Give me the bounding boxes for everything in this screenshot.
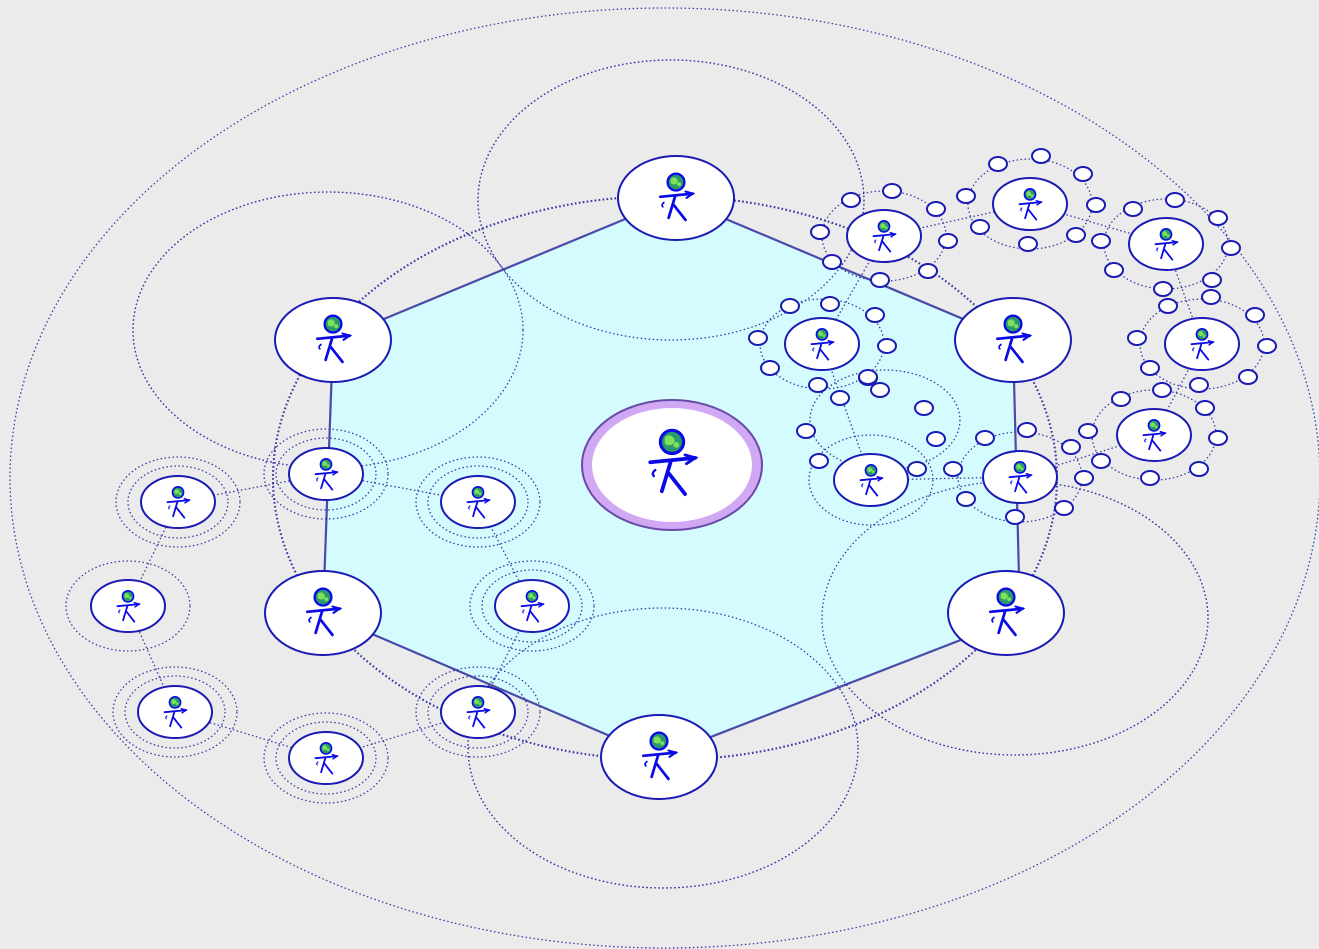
connector-node	[1208, 430, 1228, 446]
connector-node	[914, 400, 934, 416]
connector-node	[808, 377, 828, 393]
coverage-circle-bottom-overlay	[467, 607, 859, 889]
connector-node	[956, 491, 976, 507]
connector-node	[865, 307, 885, 323]
connector-node	[1158, 298, 1178, 314]
connector-node	[1153, 281, 1173, 297]
peer-chain-1	[140, 475, 216, 529]
connector-node	[796, 423, 816, 439]
connector-node	[1238, 369, 1258, 385]
connector-node	[975, 430, 995, 446]
connector-node	[1111, 391, 1131, 407]
connector-node	[1257, 338, 1277, 354]
connector-node	[841, 192, 861, 208]
connector-node	[1018, 236, 1038, 252]
connector-node	[1061, 439, 1081, 455]
connector-node	[1066, 227, 1086, 243]
connector-node	[1208, 210, 1228, 226]
connector-node	[1054, 500, 1074, 516]
peer-upper-left	[274, 297, 392, 383]
connector-node	[1074, 470, 1094, 486]
peer-cluster-6	[982, 450, 1058, 504]
connector-node	[970, 219, 990, 235]
peer-chain-2	[90, 579, 166, 633]
connector-node	[870, 382, 890, 398]
connector-node	[918, 263, 938, 279]
peer-cluster-7	[833, 453, 909, 507]
connector-node	[938, 233, 958, 249]
peer-cluster-1	[846, 209, 922, 263]
connector-node	[1152, 382, 1172, 398]
peer-upper-right	[954, 297, 1072, 383]
peer-lower-right	[947, 570, 1065, 656]
connector-node	[1073, 166, 1093, 182]
connector-node	[1165, 192, 1185, 208]
peer-bottom	[600, 714, 718, 800]
peer-cluster-2	[992, 177, 1068, 231]
peer-cluster-5	[1116, 408, 1192, 462]
peer-top	[617, 155, 735, 241]
connector-node	[1086, 197, 1106, 213]
connector-node	[1123, 201, 1143, 217]
connector-node	[1031, 148, 1051, 164]
connector-node	[926, 431, 946, 447]
connector-node	[1091, 453, 1111, 469]
connector-node	[1127, 330, 1147, 346]
peer-chain-6	[494, 579, 570, 633]
connector-node	[1189, 461, 1209, 477]
peer-cluster-8	[784, 317, 860, 371]
connector-node	[748, 330, 768, 346]
connector-node	[877, 338, 897, 354]
peer-chain-5	[440, 685, 516, 739]
outer-network-boundary	[9, 7, 1319, 949]
connector-node	[1221, 240, 1241, 256]
connector-node	[830, 390, 850, 406]
connector-node	[1078, 423, 1098, 439]
peer-chain-8	[288, 447, 364, 501]
connector-node	[810, 224, 830, 240]
connector-node	[926, 201, 946, 217]
connector-node	[907, 461, 927, 477]
peer-chain-7	[440, 475, 516, 529]
connector-node	[1017, 422, 1037, 438]
connector-node	[760, 360, 780, 376]
connector-node	[1189, 377, 1209, 393]
peer-cluster-3	[1128, 217, 1204, 271]
small-connectors	[748, 148, 1277, 525]
connector-node	[988, 156, 1008, 172]
connector-node	[822, 254, 842, 270]
coverage-circle-lower-right-overlay	[821, 480, 1209, 756]
connector-node	[1140, 470, 1160, 486]
connector-node	[1195, 400, 1215, 416]
connector-node	[1245, 307, 1265, 323]
connector-node	[1201, 289, 1221, 305]
connector-node	[1202, 272, 1222, 288]
peer-lower-left	[264, 570, 382, 656]
connector-node	[1104, 262, 1124, 278]
connector-node	[809, 453, 829, 469]
connector-node	[882, 183, 902, 199]
connector-node	[1005, 509, 1025, 525]
connector-node	[1091, 233, 1111, 249]
peer-nodes	[90, 155, 1240, 800]
connector-node	[820, 296, 840, 312]
coverage-circle-top-overlay	[477, 59, 865, 341]
coverage-circle-upper-left-overlay	[132, 191, 524, 469]
connector-node	[780, 298, 800, 314]
connector-node	[956, 188, 976, 204]
peer-chain-3	[137, 685, 213, 739]
center-peer	[581, 399, 763, 531]
peer-cluster-4	[1164, 317, 1240, 371]
connector-node	[943, 461, 963, 477]
connector-node	[1140, 360, 1160, 376]
connector-node	[870, 272, 890, 288]
peer-chain-4	[288, 731, 364, 785]
connector-node	[858, 369, 878, 385]
